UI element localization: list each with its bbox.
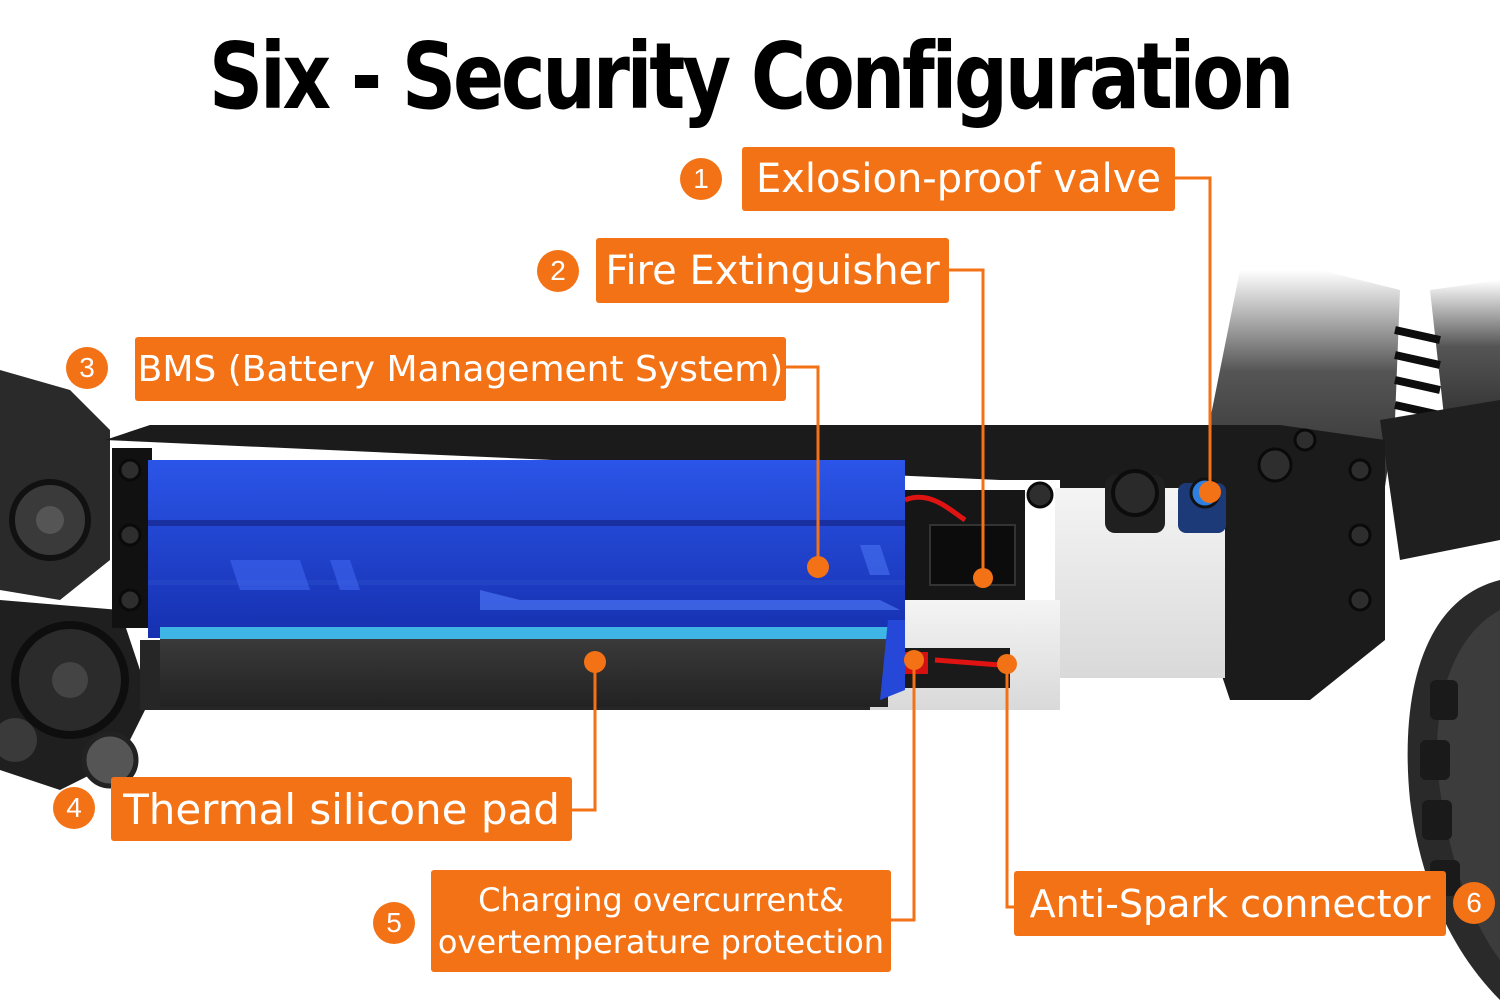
callout-label-5-line1: Charging overcurrent& [478, 881, 844, 919]
page-title: Six - Security Configuration [208, 23, 1294, 130]
callout-label-3: BMS (Battery Management System) [135, 337, 786, 401]
callout-label-6: Anti-Spark connector [1014, 871, 1446, 936]
marker-dot-2 [973, 568, 993, 588]
callout-number-3: 3 [66, 347, 108, 389]
rear-suspension [0, 370, 150, 790]
callout-label-5-line2: overtemperature protection [437, 923, 885, 961]
leader-4 [572, 662, 597, 812]
callout-label-4: Thermal silicone pad [111, 777, 572, 841]
callout-number-1: 1 [680, 158, 722, 200]
callout-number-4: 4 [53, 787, 95, 829]
marker-dot-3 [807, 556, 829, 578]
callout-number-6: 6 [1453, 882, 1495, 924]
leader-2 [949, 268, 985, 576]
battery-pack [148, 460, 905, 707]
marker-dot-6 [997, 654, 1017, 674]
leader-5 [891, 660, 916, 922]
marker-dot-5 [904, 650, 924, 670]
leader-1 [1175, 176, 1212, 492]
callout-label-5: Charging overcurrent& overtemperature pr… [431, 870, 891, 972]
marker-dot-1 [1199, 481, 1221, 503]
callout-label-2: Fire Extinguisher [596, 238, 949, 303]
callout-number-2: 2 [537, 250, 579, 292]
controller-compartment [870, 469, 1226, 710]
leader-3 [786, 365, 820, 567]
callout-label-1: Exlosion-proof valve [742, 147, 1175, 211]
leader-6 [1005, 664, 1014, 909]
callout-number-5: 5 [373, 902, 415, 944]
marker-dot-4 [584, 651, 606, 673]
